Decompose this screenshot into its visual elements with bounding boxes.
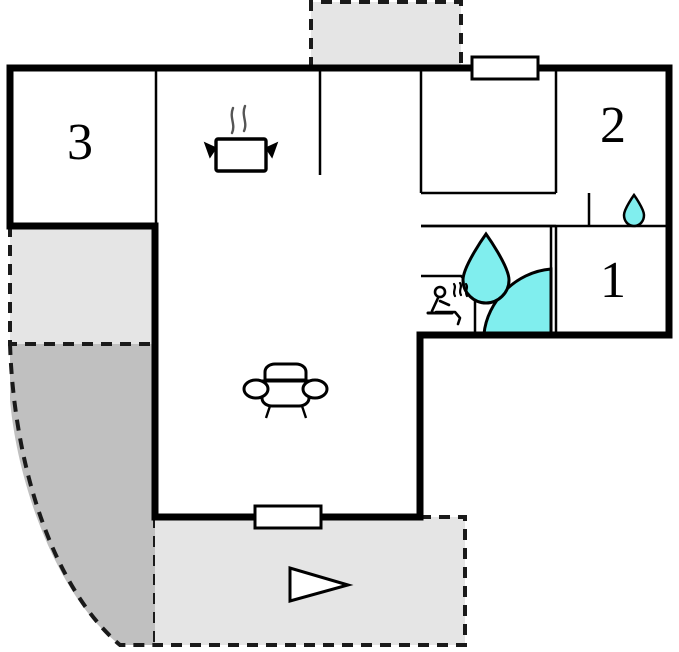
structural-walls [6,64,673,521]
balcony-top-dashed [311,2,461,68]
water-drop-icon [461,231,511,305]
sauna-icon [426,281,469,326]
balcony-top-dashed-outline [309,0,463,68]
exterior-areas [8,0,467,647]
water-drop-icon [622,192,646,228]
building-footprint [10,68,669,517]
room-label-1: 1 [600,252,626,309]
door-openings [253,55,540,530]
room-label-2: 2 [600,97,626,154]
sanitary-fixtures [461,192,646,336]
terrace-left-light [10,226,155,344]
terrace-left-dark [10,344,155,645]
footprint-fill [10,68,669,517]
door-opening-bottom [253,504,323,530]
terrace-bottom-dashed-outline [155,515,467,647]
stove-cooking-pot-icon [203,104,279,173]
room-label-3: 3 [67,114,93,171]
room-labels: 3 2 1 [67,97,626,309]
direction-arrow-icon [288,565,354,603]
sofa-icon [242,362,329,419]
terrace-left-dark-outline [8,343,155,647]
door-opening-top [470,55,540,81]
